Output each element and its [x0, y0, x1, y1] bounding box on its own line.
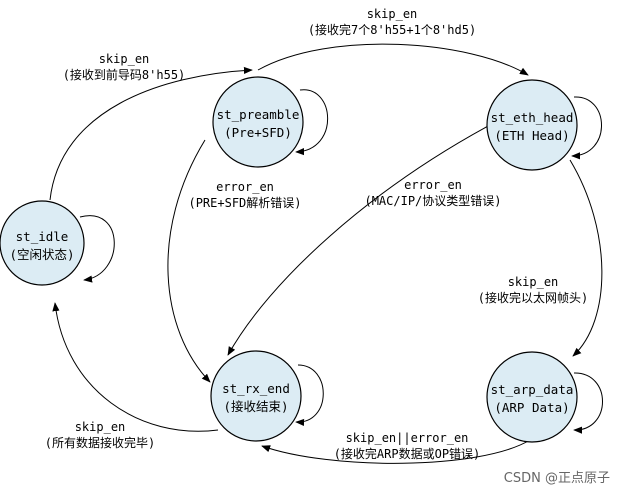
state-preamble-desc: (Pre+SFD) [224, 125, 292, 140]
edge-eth-to-arp [569, 159, 603, 357]
label-preamble-to-end-cond: (PRE+SFD解析错误) [188, 196, 301, 210]
label-eth-to-arp-cond: (接收完以太网帧头) [478, 290, 588, 305]
state-arp-data: st_arp_data (ARP Data) [486, 351, 578, 443]
state-rx-end: st_rx_end (接收结束) [210, 350, 302, 442]
self-loop-idle [79, 215, 115, 283]
state-preamble-name: st_preamble [217, 107, 300, 122]
label-eth-to-arp-signal: skip_en [508, 275, 559, 289]
label-idle-to-preamble-cond: (接收到前导码8'h55) [63, 67, 186, 82]
edge-preamble-to-eth [257, 43, 529, 76]
state-rx-end-desc: (接收结束) [223, 399, 288, 414]
state-idle: st_idle (空闲状态) [0, 200, 85, 286]
self-loop-arp [573, 372, 603, 434]
state-rx-end-name: st_rx_end [222, 381, 290, 396]
state-eth-head-name: st_eth_head [491, 110, 574, 125]
label-end-to-idle-cond: (所有数据接收完毕) [45, 435, 155, 450]
label-idle-to-preamble-signal: skip_en [99, 52, 150, 66]
edge-end-to-idle [52, 302, 219, 432]
self-loop-eth [571, 96, 602, 160]
edge-arp-to-end [261, 439, 531, 464]
self-loop-end [295, 364, 324, 427]
state-arp-data-desc: (ARP Data) [494, 400, 569, 415]
state-idle-desc: (空闲状态) [9, 247, 74, 262]
state-idle-name: st_idle [16, 229, 69, 244]
self-loop-preamble [295, 89, 328, 156]
state-eth-head: st_eth_head (ETH Head) [486, 79, 578, 171]
watermark-text: CSDN @正点原子 [504, 471, 610, 486]
edge-eth-to-end [227, 124, 491, 356]
label-eth-to-end-cond: (MAC/IP/协议类型错误) [364, 193, 501, 208]
edge-idle-to-preamble [49, 66, 253, 201]
label-end-to-idle-signal: skip_en [75, 420, 126, 434]
label-preamble-to-eth-signal: skip_en [367, 7, 418, 21]
state-preamble: st_preamble (Pre+SFD) [212, 76, 304, 168]
label-preamble-to-eth-cond: (接收完7个8'h55+1个8'hd5) [308, 22, 476, 37]
state-eth-head-desc: (ETH Head) [494, 128, 569, 143]
label-arp-to-end-cond: (接收完ARP数据或OP错误) [334, 446, 481, 461]
state-arp-data-name: st_arp_data [491, 382, 574, 397]
edge-preamble-to-end [167, 139, 211, 383]
label-eth-to-end-signal: error_en [404, 178, 462, 192]
label-arp-to-end-signal: skip_en||error_en [346, 431, 469, 445]
label-preamble-to-end-signal: error_en [216, 180, 274, 194]
